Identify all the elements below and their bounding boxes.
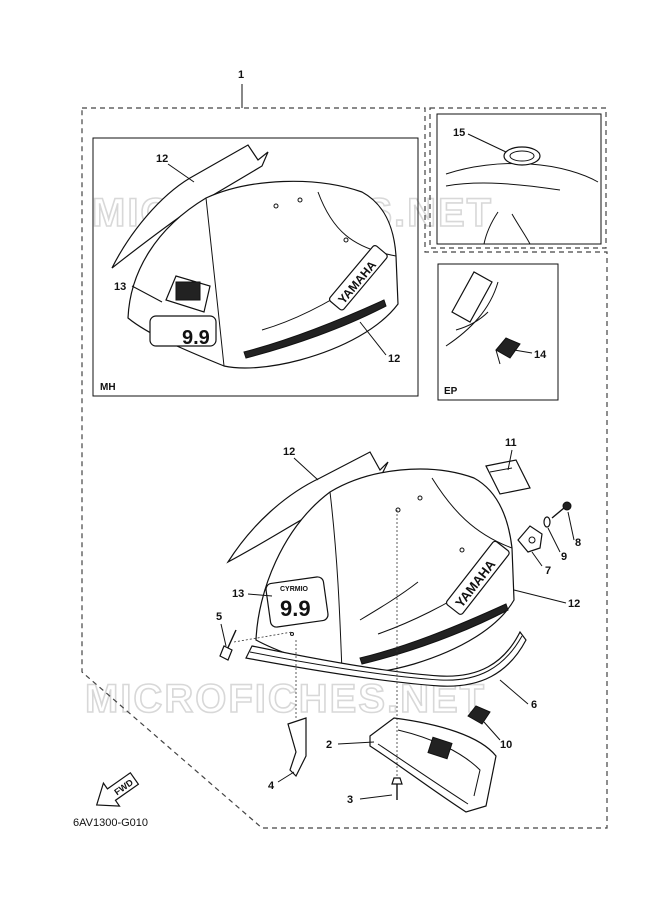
main-top-cowling: YAMAHA CYRMIO 9.9 bbox=[226, 451, 515, 675]
leader-13-mh bbox=[131, 285, 163, 303]
callout-12-mh-top: 12 bbox=[156, 153, 168, 165]
leader-7 bbox=[531, 551, 543, 567]
inset-15-cowling bbox=[445, 146, 599, 245]
leader-5 bbox=[220, 623, 227, 647]
leader-12-mh-bottom bbox=[359, 321, 387, 356]
part-7-bracket bbox=[517, 525, 543, 553]
callout-12-main-top: 12 bbox=[283, 446, 295, 458]
main-model-badge: CYRMIO 9.9 bbox=[265, 576, 329, 628]
leader-3 bbox=[359, 794, 393, 800]
callout-12-main-right: 12 bbox=[568, 598, 580, 610]
leader-11 bbox=[507, 449, 513, 471]
leader-4 bbox=[277, 771, 295, 783]
leader-10 bbox=[483, 721, 501, 741]
inset-15-frame bbox=[436, 113, 602, 245]
mh-model-badge: 9.9 bbox=[182, 327, 210, 349]
callout-11: 11 bbox=[505, 437, 517, 449]
part-8-bolt bbox=[551, 501, 572, 519]
assembly-boundary bbox=[81, 107, 608, 829]
callout-1: 1 bbox=[238, 69, 244, 81]
leader-15 bbox=[467, 133, 507, 153]
part-11-plate bbox=[485, 459, 531, 495]
callout-12-mh-bottom: 12 bbox=[388, 353, 400, 365]
leader-2 bbox=[337, 741, 375, 745]
part-2-handle bbox=[369, 717, 497, 813]
callout-5: 5 bbox=[216, 611, 222, 623]
callout-8: 8 bbox=[575, 537, 581, 549]
part-3-screw bbox=[391, 777, 403, 800]
inset-ep-label: EP bbox=[444, 386, 458, 397]
callout-2: 2 bbox=[326, 739, 332, 751]
callout-3: 3 bbox=[347, 794, 353, 806]
part-5-pin bbox=[219, 629, 237, 661]
inset-ep-cowling bbox=[445, 271, 521, 365]
callout-13-mh: 13 bbox=[114, 281, 126, 293]
callout-4: 4 bbox=[268, 780, 275, 792]
inset-15-boundary bbox=[429, 107, 607, 249]
leader-12-main-top bbox=[293, 457, 319, 481]
part-9-washer bbox=[543, 516, 551, 528]
mh-top-cowling: YAMAHA 9.9 bbox=[111, 144, 399, 369]
inset-ep-frame bbox=[437, 263, 559, 401]
inset-mh-frame bbox=[92, 137, 419, 397]
leader-13-main bbox=[247, 593, 273, 597]
leader-8 bbox=[567, 511, 575, 541]
callout-6: 6 bbox=[531, 699, 537, 711]
callout-14: 14 bbox=[534, 349, 547, 361]
leader-12-main-right bbox=[513, 589, 567, 604]
part-10-clip bbox=[467, 705, 491, 725]
diagram-code: 6AV1300-G010 bbox=[73, 817, 148, 829]
fwd-arrow-icon: FWD bbox=[95, 771, 140, 807]
main-badge-small-text: CYRMIO bbox=[280, 586, 309, 593]
callout-7: 7 bbox=[545, 565, 551, 577]
callout-9: 9 bbox=[561, 551, 567, 563]
part-4-bracket bbox=[287, 717, 307, 778]
leader-9 bbox=[547, 527, 561, 553]
callout-13-main: 13 bbox=[232, 588, 244, 600]
leader-6 bbox=[499, 679, 529, 705]
leader-12-mh-top bbox=[167, 163, 195, 183]
part-6-seal bbox=[245, 630, 527, 687]
callout-15: 15 bbox=[453, 127, 465, 139]
main-badge-model-text: 9.9 bbox=[280, 596, 311, 621]
callout-10: 10 bbox=[500, 739, 512, 751]
inset-mh-label: MH bbox=[100, 382, 116, 393]
leader-14 bbox=[513, 349, 533, 354]
